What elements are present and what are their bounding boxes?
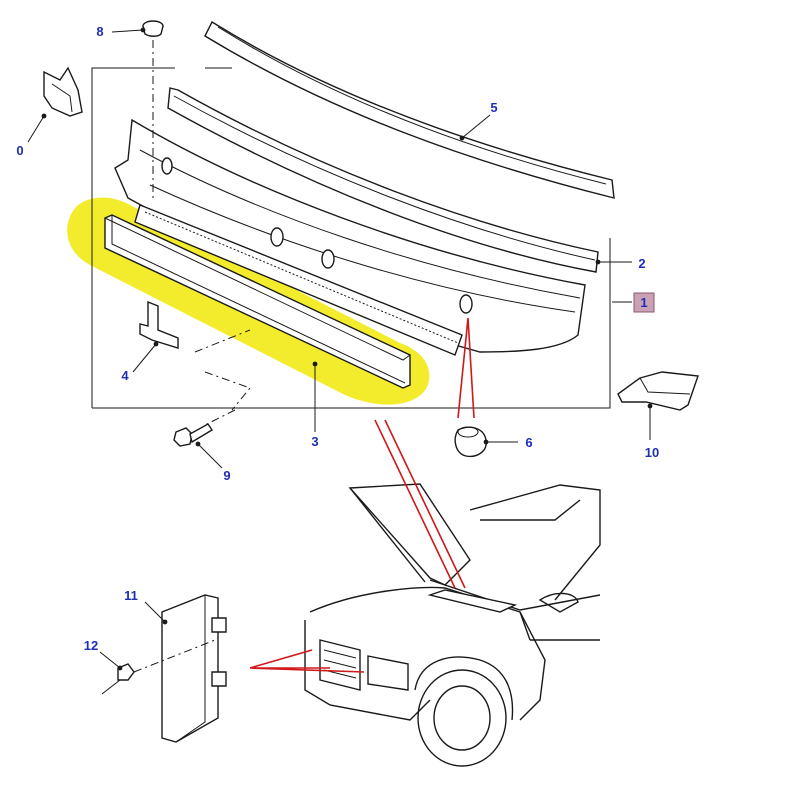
callout-leaders [27,29,651,669]
side-panel-item-11 [161,594,227,743]
callout-8[interactable]: 8 [96,24,103,39]
callout-1-box [633,292,655,313]
panel-hole [270,227,284,247]
grommet-item-8 [142,20,164,37]
leader-dots [41,27,653,671]
bracket-item-4 [139,300,179,349]
plug-item-6 [454,426,487,458]
panel-hole [459,294,473,314]
end-clip-right [617,371,699,411]
callout-10[interactable]: 10 [645,445,659,460]
location-leaders [249,317,475,673]
panel-hole [161,157,173,175]
callout-10-cut[interactable]: 0 [16,143,23,158]
callout-9[interactable]: 9 [223,468,230,483]
bolt-item-9 [173,423,213,447]
callout-11[interactable]: 11 [124,588,138,603]
foam-seal-item-3 [104,214,411,389]
callout-5[interactable]: 5 [490,100,497,115]
callout-12[interactable]: 12 [84,638,98,653]
cowl-panel [114,118,586,356]
callout-3[interactable]: 3 [311,434,318,449]
vehicle-outline [304,483,601,767]
callout-4[interactable]: 4 [121,368,129,383]
panel-hole [321,249,335,269]
callout-2[interactable]: 2 [638,256,645,271]
windscreen-seal [204,21,615,199]
callout-1[interactable]: 1 [640,295,647,310]
centre-line [204,409,236,426]
centre-line [133,639,216,673]
assembly-frame [91,67,611,409]
callout-6[interactable]: 6 [525,435,532,450]
centre-line [194,329,251,411]
end-clip-left [43,66,83,117]
